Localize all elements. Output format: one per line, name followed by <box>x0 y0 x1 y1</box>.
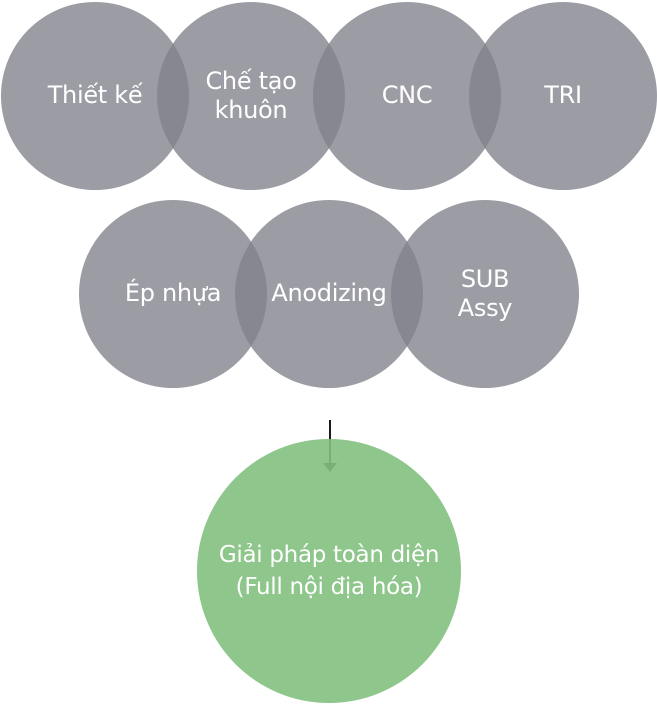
step-label: Chế tạo khuôn <box>205 66 297 124</box>
result-circle: Giải pháp toàn diện (Full nội địa hóa) <box>197 439 461 703</box>
step-circle-sub-assy: SUB Assy <box>391 200 579 388</box>
step-circle-tri: TRI <box>469 2 657 190</box>
step-label: Anodizing <box>271 279 387 308</box>
step-label: Ép nhựa <box>124 279 222 308</box>
result-label: Giải pháp toàn diện (Full nội địa hóa) <box>218 541 440 600</box>
step-label: CNC <box>381 81 433 110</box>
step-label: SUB Assy <box>457 264 513 322</box>
step-label: TRI <box>544 81 582 110</box>
step-label: Thiết kế <box>47 81 143 110</box>
